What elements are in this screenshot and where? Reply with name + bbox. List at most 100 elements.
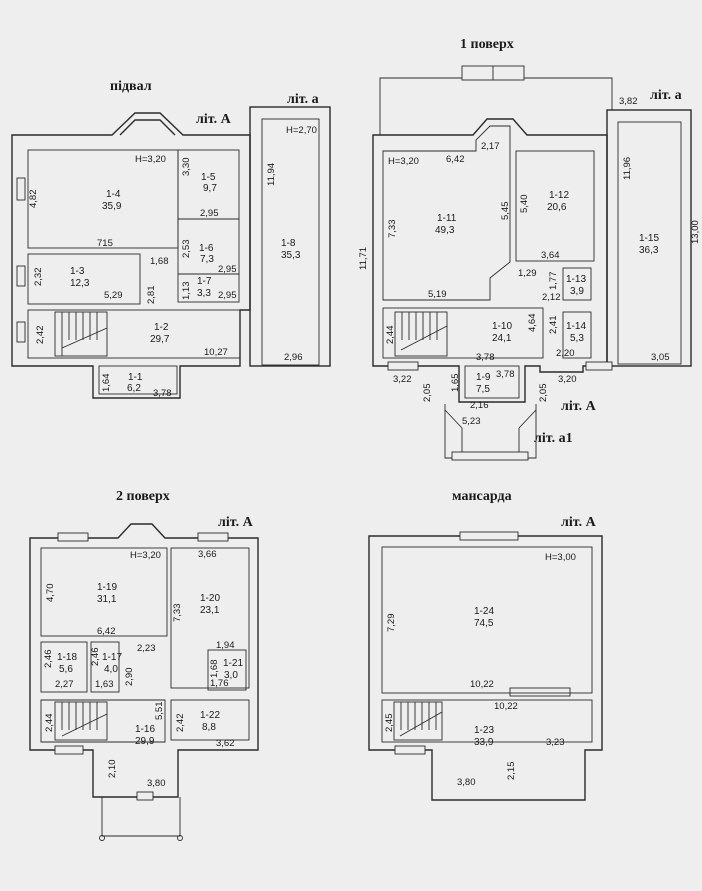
second-window xyxy=(57,532,89,542)
first-lit-porch: літ. а1 xyxy=(534,431,573,446)
dimension: 1,29 xyxy=(518,268,537,279)
room-area: 5,6 xyxy=(59,664,73,675)
room-area: 6,2 xyxy=(127,383,141,394)
dimension: 2,96 xyxy=(284,352,303,363)
room-1-11 xyxy=(382,125,511,301)
dimension: 1,94 xyxy=(216,640,235,651)
second-window xyxy=(197,532,229,542)
dimension: 11,94 xyxy=(266,163,277,186)
dimension: 2,32 xyxy=(33,268,44,287)
dimension: 3,23 xyxy=(546,737,565,748)
dimension: 2,90 xyxy=(124,668,135,687)
dimension: 1,13 xyxy=(181,282,192,301)
second-stair xyxy=(54,701,108,741)
dimension: 1,63 xyxy=(95,679,114,690)
room-area: 35,9 xyxy=(102,201,122,212)
dimension: 7,29 xyxy=(386,614,397,633)
first-annex-wall xyxy=(606,109,692,367)
porch-diagonals xyxy=(444,409,537,452)
room-area: 7,3 xyxy=(200,254,214,265)
room-label: 1-20 xyxy=(200,593,220,604)
room-area: 74,5 xyxy=(474,618,494,629)
dimension: 13,00 xyxy=(690,220,701,244)
room-label: 1-24 xyxy=(474,606,494,617)
dimension: 3,78 xyxy=(476,352,495,363)
room-1-22 xyxy=(170,699,250,741)
first-outer-wall xyxy=(372,118,608,403)
dimension: 2,17 xyxy=(481,141,500,152)
dimension: 2,27 xyxy=(55,679,74,690)
attic-outer-wall xyxy=(368,535,603,801)
room-1-23 xyxy=(381,699,593,743)
room-label: 1-5 xyxy=(201,172,216,183)
second-outer-wall xyxy=(29,523,259,798)
dimension: 10,22 xyxy=(470,679,494,690)
room-label: 1-15 xyxy=(639,233,659,244)
second-floor-title: 2 поверх xyxy=(116,489,170,504)
room-1-17 xyxy=(90,641,120,693)
room-label: 1-23 xyxy=(474,725,494,736)
dimension: 3,64 xyxy=(541,250,560,261)
dimension: 4,82 xyxy=(28,190,39,209)
dimension: 7,33 xyxy=(172,604,183,623)
dimension: 715 xyxy=(97,238,113,249)
dimension: 5,40 xyxy=(519,195,530,214)
room-1-2 xyxy=(27,309,241,359)
room-area: 5,3 xyxy=(570,333,584,344)
dimension: 2,95 xyxy=(218,264,237,275)
second-floor-plan: 2 поверх літ. А H=3,20 1-19 31,1 1-20 xyxy=(29,489,259,841)
dimension: 3,80 xyxy=(457,777,476,788)
dimension: 3,82 xyxy=(619,96,638,107)
room-1-15 xyxy=(617,121,682,365)
basement-stair xyxy=(54,311,108,357)
room-area: 33,9 xyxy=(474,737,494,748)
room-area: 29,7 xyxy=(150,334,170,345)
basement-window xyxy=(16,177,26,201)
dimension: 11,96 xyxy=(622,157,633,180)
dimension: 3,66 xyxy=(198,549,217,560)
room-area: 23,1 xyxy=(200,605,220,616)
room-1-10 xyxy=(382,307,544,359)
dimension: 10,27 xyxy=(204,347,228,358)
dimension: 10,22 xyxy=(494,701,518,712)
room-1-19 xyxy=(40,547,168,637)
room-1-14 xyxy=(562,311,592,359)
room-1-9 xyxy=(464,365,520,399)
basement-bay xyxy=(119,119,176,136)
dimension: 5,29 xyxy=(104,290,123,301)
dimension: 2,44 xyxy=(385,326,396,345)
dimension: 1,65 xyxy=(450,374,461,393)
room-label: 1-21 xyxy=(223,658,243,669)
dimension: 2,05 xyxy=(538,384,549,403)
room-label: 1-11 xyxy=(437,213,457,224)
attic-lit-main: літ. А xyxy=(561,515,597,530)
first-lit-main: літ. А xyxy=(561,399,597,414)
room-label: 1-13 xyxy=(566,274,586,285)
dimension: 3,22 xyxy=(393,374,412,385)
room-1-7 xyxy=(177,273,240,303)
dimension: 3,05 xyxy=(651,352,670,363)
room-area: 29,9 xyxy=(135,736,155,747)
first-lit-side: літ. а xyxy=(650,88,682,103)
attic-window xyxy=(394,745,426,755)
room-1-12 xyxy=(515,150,595,262)
room-label: 1-10 xyxy=(492,321,512,332)
room-label: 1-2 xyxy=(154,322,169,333)
basement-window xyxy=(16,265,26,287)
room-area: 3,3 xyxy=(197,288,211,299)
attic-window xyxy=(509,687,571,697)
room-1-20 xyxy=(170,547,250,689)
room-area: 49,3 xyxy=(435,225,455,236)
basement-window xyxy=(16,321,26,343)
room-area: 3,9 xyxy=(570,286,584,297)
attic-stair xyxy=(393,701,443,741)
dimension: 3,62 xyxy=(216,738,235,749)
dimension: 2,05 xyxy=(422,384,433,403)
dimension: 2,42 xyxy=(35,326,46,345)
room-label: 1-16 xyxy=(135,724,155,735)
porch-outline xyxy=(444,404,537,459)
porch-steps xyxy=(451,451,529,461)
dimension: 2,16 xyxy=(470,400,489,411)
second-lit-main: літ. А xyxy=(218,515,254,530)
room-area: 12,3 xyxy=(70,278,90,289)
